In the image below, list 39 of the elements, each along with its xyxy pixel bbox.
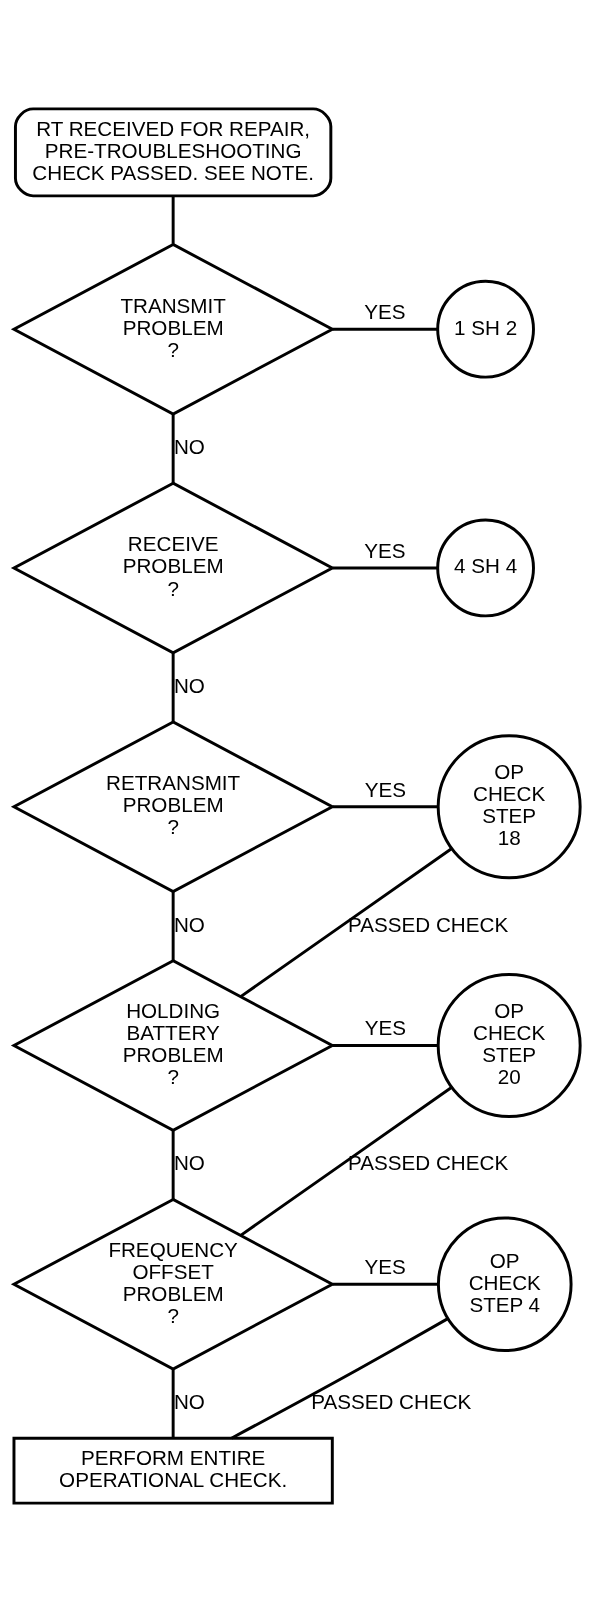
node-diamond: RECEIVE PROBLEM ? (10, 481, 336, 655)
connector (332, 327, 438, 331)
node-circle: 1 SH 2 (436, 279, 535, 379)
connector (230, 1317, 449, 1440)
connector (332, 1282, 438, 1286)
edge-label: PASSED CHECK (348, 912, 509, 936)
connector (171, 1130, 175, 1200)
edge-label: PASSED CHECK (348, 1151, 509, 1175)
node-circle: OP CHECK STEP 20 (436, 973, 582, 1118)
connector (171, 1369, 175, 1438)
node-diamond: FREQUENCY OFFSET PROBLEM ? (10, 1197, 336, 1371)
edge-label: YES (364, 1016, 406, 1040)
edge-label: NO (173, 1390, 205, 1414)
node-circle: OP CHECK STEP 18 (436, 734, 582, 880)
node-diamond: TRANSMIT PROBLEM ? (10, 242, 336, 416)
connector (171, 195, 175, 244)
edge-label: NO (173, 1151, 205, 1175)
connector (171, 892, 175, 961)
node-diamond: RETRANSMIT PROBLEM ? (10, 720, 336, 894)
node-box: PERFORM ENTIRE OPERATIONAL CHECK. (12, 1436, 334, 1505)
connector (332, 805, 438, 809)
connector (171, 414, 175, 483)
connector (239, 1086, 453, 1237)
edge-label: NO (173, 912, 205, 936)
connector (332, 1044, 438, 1047)
edge-label: PASSED CHECK (311, 1390, 472, 1414)
edge-label: YES (364, 777, 406, 801)
connector (332, 566, 438, 570)
edge-label: YES (364, 538, 406, 562)
node-circle: 4 SH 4 (436, 518, 535, 618)
node-box: RT RECEIVED FOR REPAIR, PRE-TROUBLESHOOTING CHECK PASSED. SEE NOTE. (13, 107, 333, 198)
connector (171, 653, 175, 722)
edge-label: NO (173, 673, 205, 697)
edge-label: NO (173, 435, 205, 459)
edge-label: YES (364, 300, 406, 324)
node-circle: OP CHECK STEP 4 (436, 1216, 573, 1353)
connector (239, 847, 453, 998)
edge-label: YES (364, 1255, 406, 1279)
node-diamond: HOLDING BATTERY PROBLEM ? (10, 959, 336, 1132)
